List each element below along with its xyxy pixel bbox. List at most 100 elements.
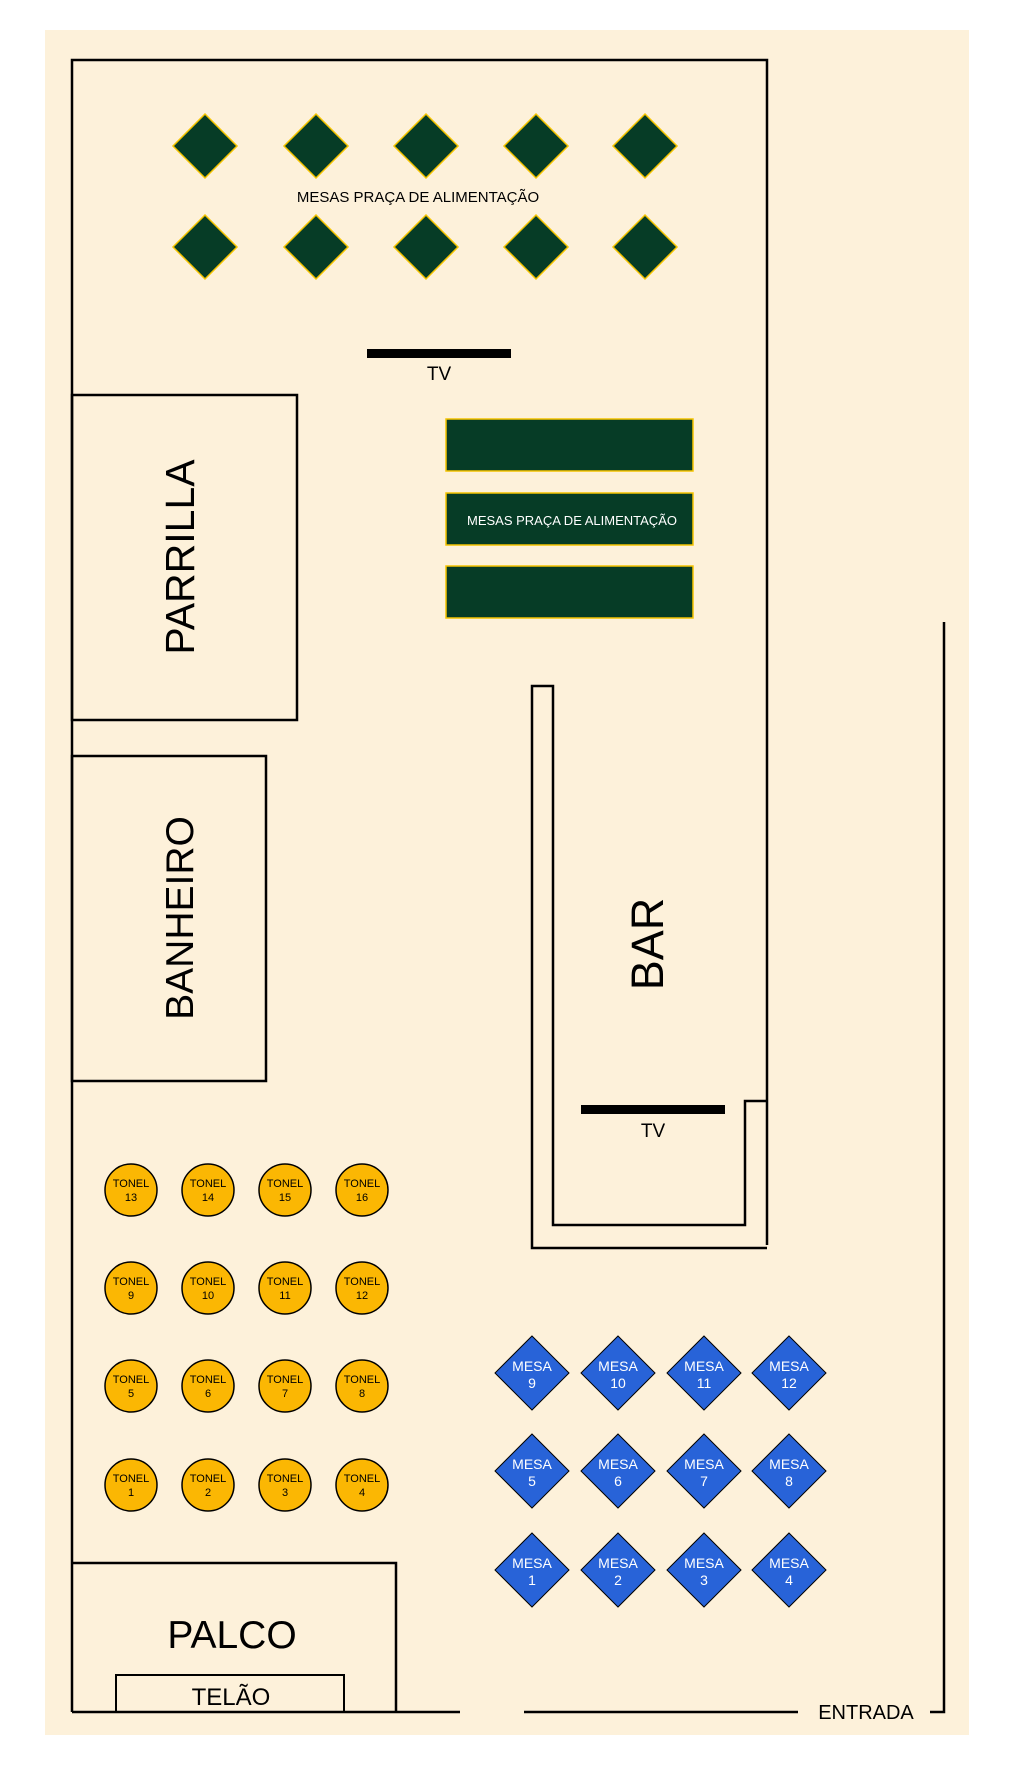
mesa-diamond xyxy=(580,1335,656,1411)
tonel-label: TONEL xyxy=(344,1276,380,1288)
mesa-diamond xyxy=(666,1335,742,1411)
mesa-diamond xyxy=(666,1433,742,1509)
tonel-label: TONEL xyxy=(190,1178,226,1190)
tonel-label: TONEL xyxy=(267,1374,303,1386)
food-area-top-label: MESAS PRAÇA DE ALIMENTAÇÃO xyxy=(297,189,539,206)
tv-bar-label: TV xyxy=(641,1121,666,1142)
tonel[interactable]: TONEL 7 xyxy=(258,1359,312,1413)
tonel[interactable]: TONEL 14 xyxy=(181,1163,235,1217)
food-court-table xyxy=(611,112,679,180)
mesa-number: 12 xyxy=(781,1375,797,1391)
tonel-label: TONEL xyxy=(267,1276,303,1288)
tonel-number: 16 xyxy=(356,1192,368,1204)
tonel-circle xyxy=(258,1458,312,1512)
mesa-label: MESA xyxy=(769,1456,809,1472)
food-court-table xyxy=(392,213,460,281)
tonel[interactable]: TONEL 11 xyxy=(258,1261,312,1315)
long-table-2 xyxy=(445,492,694,546)
tonel[interactable]: TONEL 1 xyxy=(104,1458,158,1512)
mesa-number: 3 xyxy=(700,1572,708,1588)
parrilla-room xyxy=(70,393,299,722)
tonel-group: TONEL13TONEL14TONEL15TONEL16TONEL9TONEL1… xyxy=(104,1163,389,1512)
tonel[interactable]: TONEL 6 xyxy=(181,1359,235,1413)
tonel-circle xyxy=(335,1458,389,1512)
tonel-label: TONEL xyxy=(344,1374,380,1386)
long-table-3 xyxy=(445,565,694,619)
mesa-number: 1 xyxy=(528,1572,536,1588)
tonel-circle xyxy=(258,1359,312,1413)
tonel-circle xyxy=(181,1458,235,1512)
mesa-diamond xyxy=(494,1335,570,1411)
tonel-circle xyxy=(104,1261,158,1315)
mesa-label: MESA xyxy=(512,1555,552,1571)
mesa-label: MESA xyxy=(684,1456,724,1472)
tonel-circle xyxy=(335,1359,389,1413)
tonel-number: 14 xyxy=(202,1192,214,1204)
tonel-label: TONEL xyxy=(344,1473,380,1485)
food-court-table xyxy=(282,213,350,281)
mesa-label: MESA xyxy=(512,1358,552,1374)
mesa-number: 9 xyxy=(528,1375,536,1391)
bar-label: BAR xyxy=(622,898,673,991)
food-court-table xyxy=(171,112,239,180)
palco-label: PALCO xyxy=(167,1614,296,1657)
food-court-table xyxy=(502,112,570,180)
tonel-number: 13 xyxy=(125,1192,137,1204)
tonel-label: TONEL xyxy=(113,1178,149,1190)
mesa-number: 5 xyxy=(528,1473,536,1489)
tonel-label: TONEL xyxy=(267,1178,303,1190)
bar-counter xyxy=(530,684,767,1250)
mesa-number: 6 xyxy=(614,1473,622,1489)
tonel-number: 9 xyxy=(128,1290,134,1302)
mesa-number: 11 xyxy=(697,1375,712,1391)
tonel-number: 7 xyxy=(282,1388,288,1400)
tonel[interactable]: TONEL 13 xyxy=(104,1163,158,1217)
mesa-number: 4 xyxy=(785,1572,793,1588)
tonel-circle xyxy=(258,1163,312,1217)
tonel-number: 15 xyxy=(279,1192,291,1204)
tonel-number: 1 xyxy=(128,1487,134,1499)
mesa-label: MESA xyxy=(598,1358,638,1374)
tonel-number: 11 xyxy=(279,1290,290,1302)
tonel-number: 5 xyxy=(128,1388,134,1400)
tonel-label: TONEL xyxy=(190,1374,226,1386)
tonel-label: TONEL xyxy=(190,1276,226,1288)
banheiro-label: BANHEIRO xyxy=(159,816,202,1020)
tonel-number: 6 xyxy=(205,1388,211,1400)
tv-top-label: TV xyxy=(427,364,452,385)
entrada-label: ENTRADA xyxy=(818,1702,914,1724)
mesa-label: MESA xyxy=(512,1456,552,1472)
food-court-table xyxy=(282,112,350,180)
tonel[interactable]: TONEL 15 xyxy=(258,1163,312,1217)
tonel-number: 10 xyxy=(202,1290,214,1302)
mesa-group: MESA9MESA10MESA11MESA12MESA5MESA6MESA7ME… xyxy=(494,1335,827,1608)
mesa-diamond xyxy=(494,1433,570,1509)
mesa-label: MESA xyxy=(684,1555,724,1571)
tonel-circle xyxy=(104,1163,158,1217)
mesa-diamond xyxy=(751,1433,827,1509)
tonel-label: TONEL xyxy=(113,1473,149,1485)
tonel[interactable]: TONEL 10 xyxy=(181,1261,235,1315)
bar-outer xyxy=(530,684,767,1250)
